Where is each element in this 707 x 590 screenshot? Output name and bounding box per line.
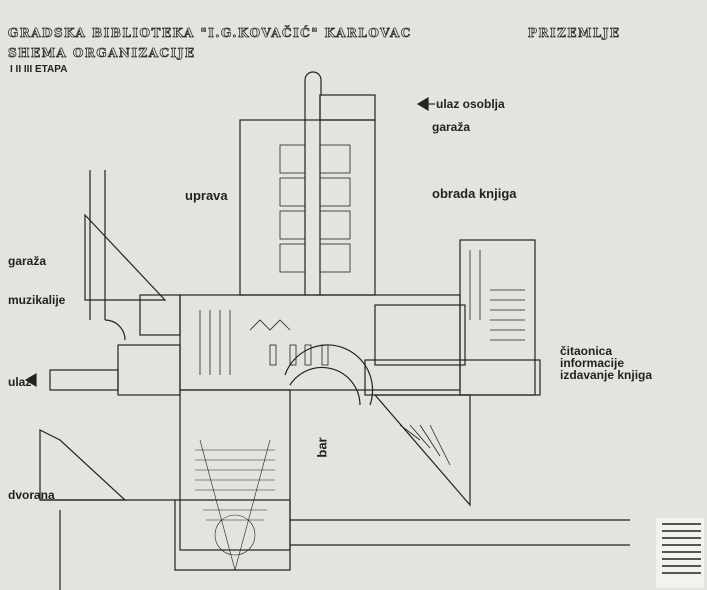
label-bar: bar bbox=[314, 437, 330, 458]
floor-label: PRIZEMLJE bbox=[528, 26, 621, 41]
label-garage-right: garaža bbox=[432, 120, 471, 134]
label-hall: dvorana bbox=[8, 488, 55, 502]
label-staff-entrance: ulaz osoblja bbox=[436, 97, 505, 111]
label-book-lending: izdavanje knjiga bbox=[560, 368, 653, 382]
label-administration: uprava bbox=[185, 188, 228, 203]
plan-title: GRADSKA BIBLIOTEKA "I.G.KOVAČIĆ" KARLOVA… bbox=[8, 26, 412, 41]
stage-label: I II III ETAPA bbox=[10, 64, 68, 75]
label-book-processing: obrada knjiga bbox=[432, 186, 517, 201]
label-reading-room: čitaonica bbox=[560, 344, 613, 358]
legend-block bbox=[656, 518, 704, 588]
label-entrance: ulaz bbox=[8, 375, 32, 389]
plan-subtitle: SHEMA ORGANIZACIJE bbox=[8, 46, 196, 61]
label-information: informacije bbox=[560, 356, 625, 370]
label-garage-left: garaža bbox=[8, 254, 47, 268]
label-music: muzikalije bbox=[8, 293, 66, 307]
